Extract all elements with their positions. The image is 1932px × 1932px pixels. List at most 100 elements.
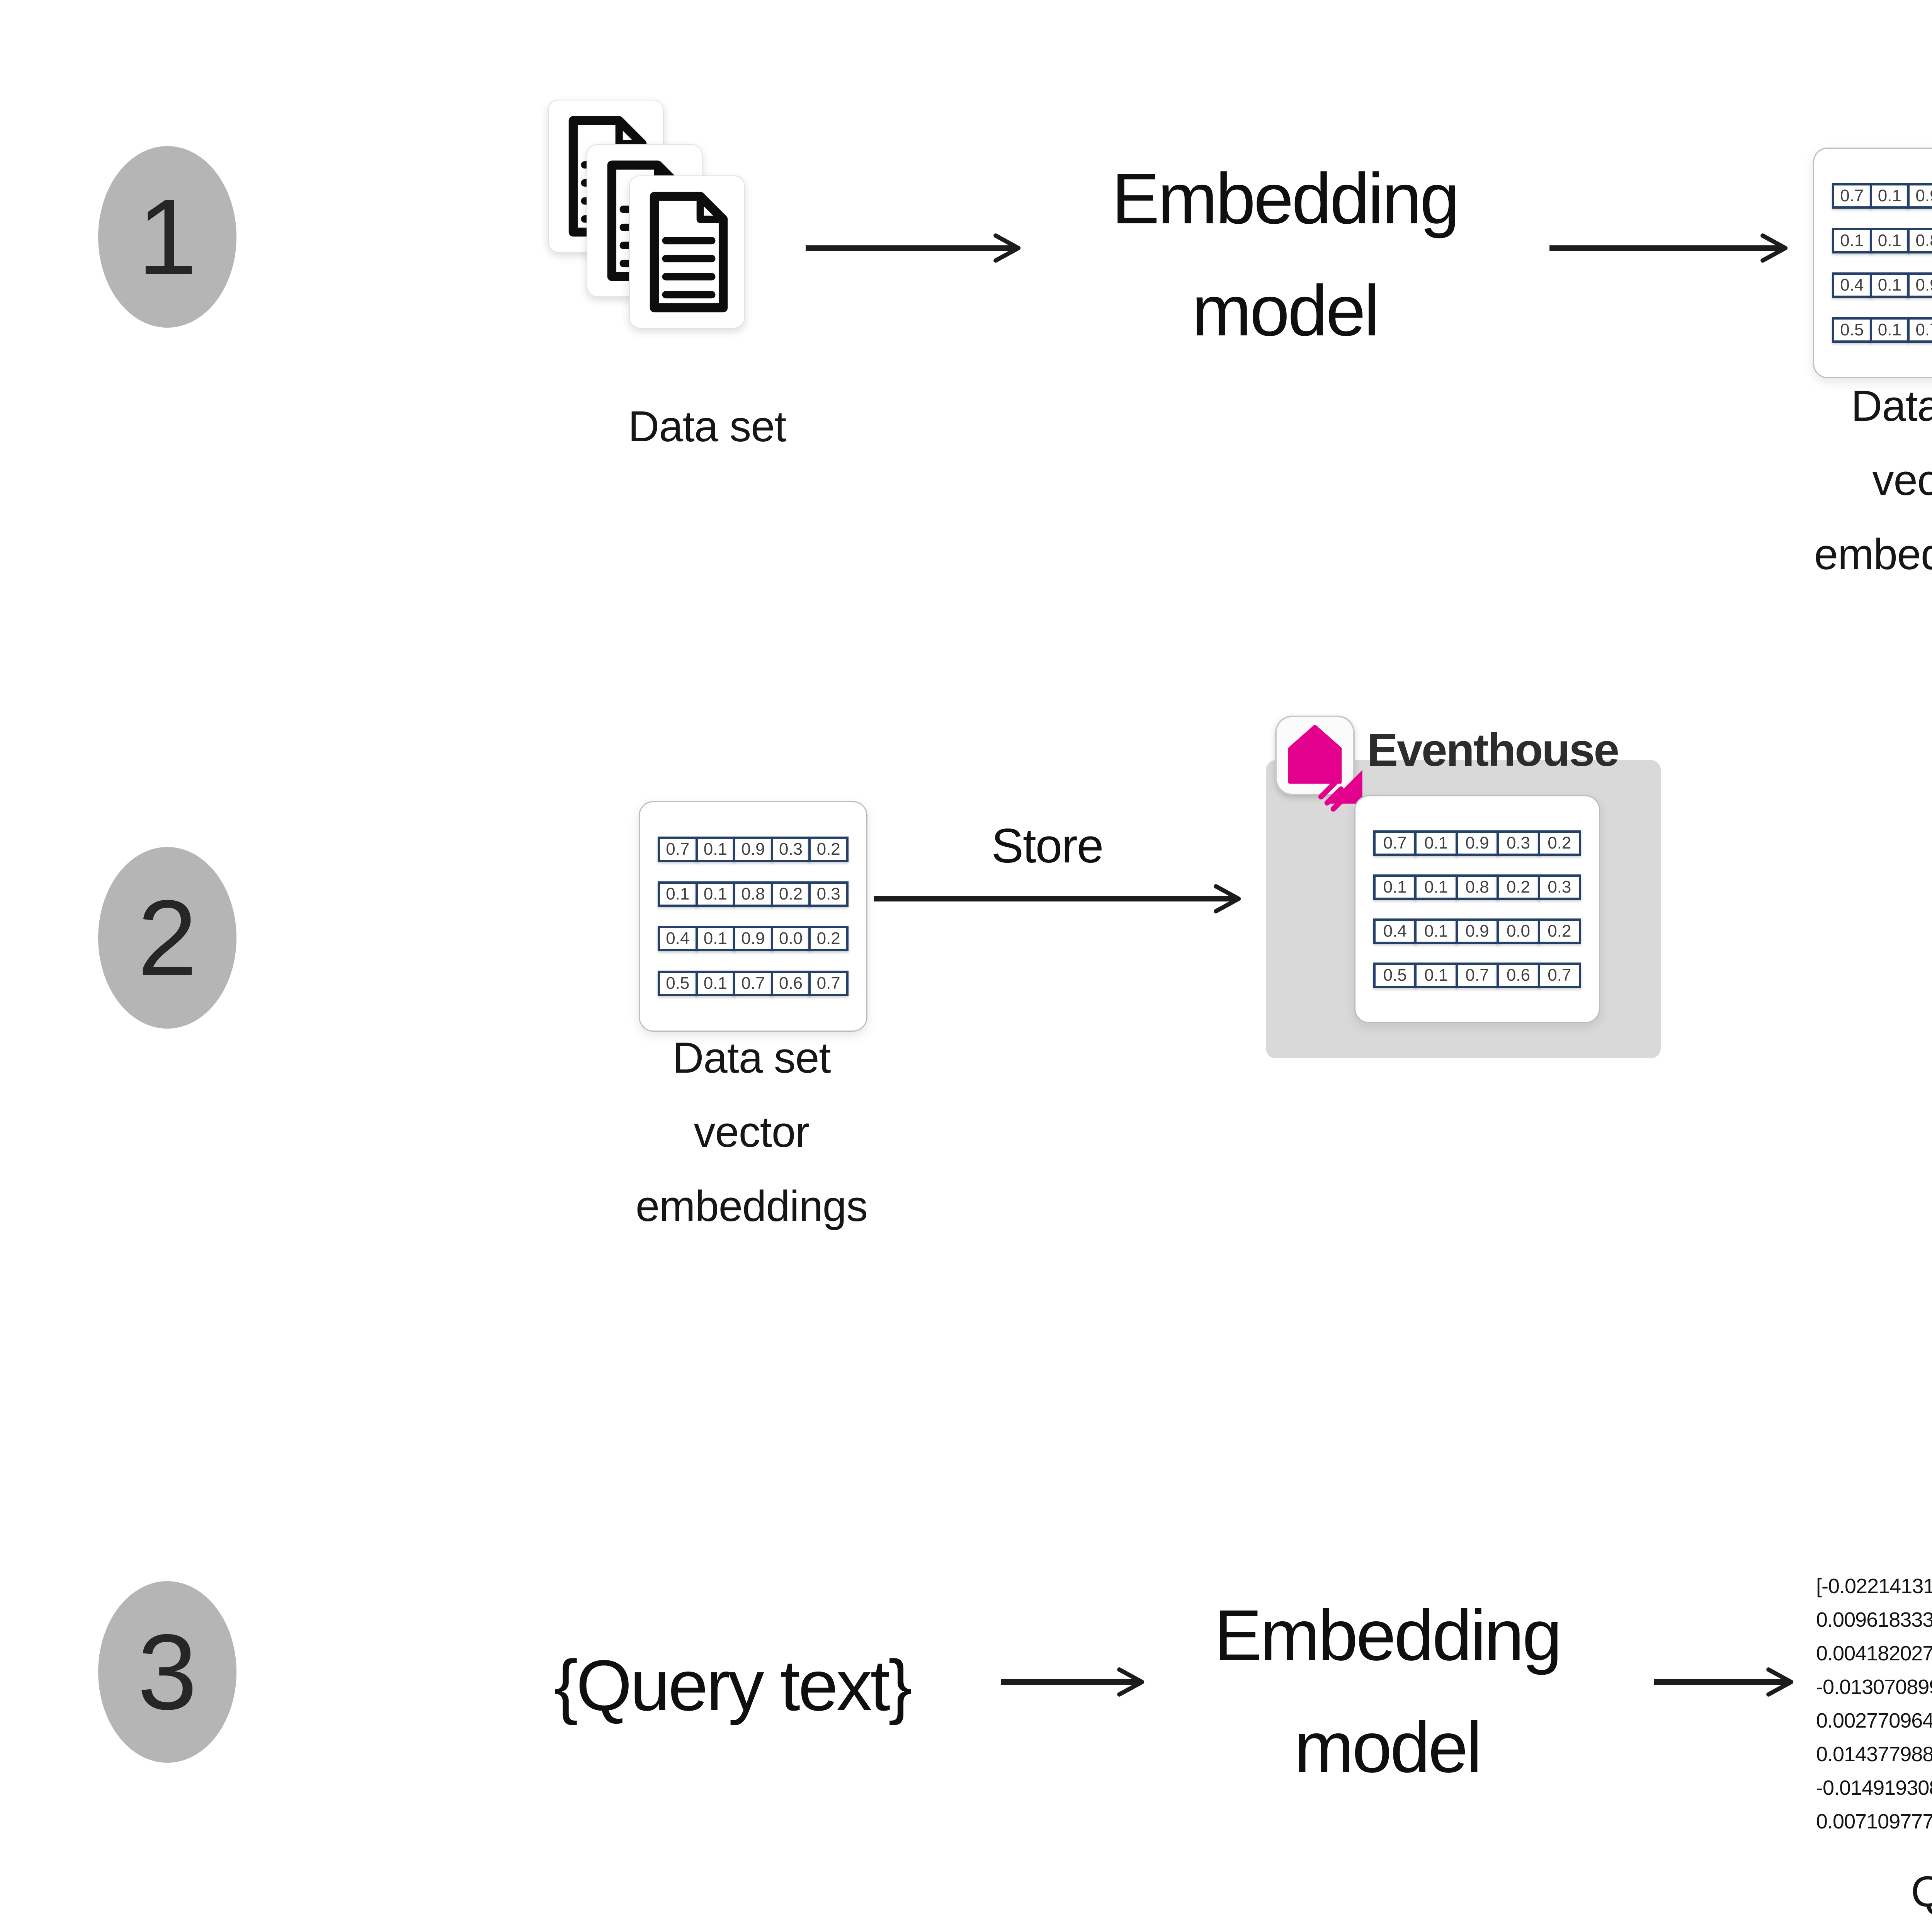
vector-cell: 0.2 <box>1537 830 1582 856</box>
vector-cell: 0.7 <box>808 970 849 996</box>
query-text-label: {Query text} <box>554 1646 912 1726</box>
embedding-model-line1: Embedding <box>1112 159 1460 239</box>
vector-cell: 0.1 <box>1414 874 1458 900</box>
vector-cell: 0.1 <box>695 881 736 907</box>
dsve-line2: vector <box>1872 456 1932 504</box>
vector-cell: 0.2 <box>770 881 811 907</box>
vector-cell: 0.1 <box>1414 963 1458 988</box>
vector-cell: 0.6 <box>770 970 811 996</box>
step-2-badge: 2 <box>98 847 236 1029</box>
vector-cell: 0.0 <box>770 926 811 952</box>
embedding-model-line2: model <box>1294 1708 1482 1787</box>
vector-cell: 0.6 <box>1497 963 1540 988</box>
vector-cell: 0.1 <box>1414 918 1458 944</box>
qve-line2: embedding <box>1816 1929 1932 1932</box>
step-2-number: 2 <box>137 878 197 998</box>
vector-cell: 0.2 <box>808 837 849 862</box>
vector-cell: 0.0 <box>1497 918 1540 944</box>
store-label: Store <box>991 819 1104 873</box>
vector-cell: 0.4 <box>658 926 698 952</box>
vector-cell: 0.9 <box>1907 272 1932 298</box>
vector-cell: 0.1 <box>1832 228 1872 253</box>
dataset-vector-embeddings-label: Data set vector embeddings <box>1716 369 1932 592</box>
vector-cell: 0.7 <box>1373 830 1417 856</box>
vector-cell: 0.1 <box>1869 317 1910 343</box>
eventhouse-icon <box>1275 716 1362 812</box>
house-glyph <box>1288 724 1342 784</box>
vector-cell: 0.8 <box>1907 228 1932 253</box>
dataset-vector-embeddings-label: Data set vector embeddings <box>537 1021 966 1243</box>
vector-cell: 0.9 <box>733 837 773 862</box>
vector-cell: 0.1 <box>695 926 736 952</box>
vector-cell: 0.9 <box>733 926 773 952</box>
vector-cell: 0.3 <box>1497 830 1540 856</box>
spark-arrow-glyph <box>1318 770 1362 812</box>
query-vector-values: [-0.022141311317682266, -0.0193290878087… <box>1816 1575 1932 1833</box>
vector-cell: 0.7 <box>658 837 698 862</box>
dsve-line3: embeddings <box>635 1182 868 1230</box>
vector-cell: 0.3 <box>1537 874 1582 900</box>
vector-cell: 0.7 <box>1537 963 1582 988</box>
vector-cell: 0.7 <box>1832 183 1872 209</box>
qve-line1: Query vector <box>1911 1867 1932 1916</box>
vector-cell: 0.9 <box>1455 830 1499 856</box>
vector-cell: 0.3 <box>808 881 849 907</box>
vector-row: 0.10.10.80.20.3 <box>1832 228 1932 253</box>
vector-cell: 0.9 <box>1455 918 1499 944</box>
dsve-line3: embeddings <box>1814 530 1932 578</box>
embedding-model-label: Embedding model <box>1130 1580 1644 1804</box>
vector-cell: 0.3 <box>770 837 811 862</box>
vector-cell: 0.1 <box>658 881 698 907</box>
vector-cell: 0.1 <box>695 970 736 996</box>
embedding-model-line2: model <box>1192 271 1380 351</box>
vector-cell: 0.1 <box>1869 183 1910 209</box>
vector-cell: 0.1 <box>695 837 736 862</box>
vector-cell: 0.9 <box>1907 183 1932 209</box>
vector-cell: 0.2 <box>808 926 849 952</box>
dataset-vector-matrix: 0.70.10.90.30.20.10.10.80.20.30.40.10.90… <box>1813 148 1932 378</box>
vector-cell: 0.5 <box>1832 317 1872 343</box>
dsve-line1: Data set <box>672 1034 831 1082</box>
vector-row: 0.40.10.90.00.2 <box>1832 272 1932 298</box>
embedding-model-label: Embedding model <box>1028 143 1542 367</box>
step-1-badge: 1 <box>98 146 236 328</box>
dataset-label: Data set <box>628 402 786 451</box>
dsve-line2: vector <box>694 1108 810 1156</box>
dsve-line1: Data set <box>1851 382 1932 430</box>
vector-cell: 0.1 <box>1869 272 1910 298</box>
step-1-number: 1 <box>137 177 197 297</box>
embedding-model-line1: Embedding <box>1214 1595 1562 1675</box>
vector-cell: 0.2 <box>1537 918 1582 944</box>
query-vector-embedding-label: Query vector embedding <box>1816 1855 1932 1932</box>
vector-cell: 0.8 <box>733 881 773 907</box>
vector-cell: 0.5 <box>658 970 698 996</box>
step-3-badge: 3 <box>98 1581 236 1763</box>
vector-cell: 0.7 <box>1907 317 1932 343</box>
vector-cell: 0.1 <box>1869 228 1910 253</box>
vector-row: 0.50.10.70.60.7 <box>1832 317 1932 343</box>
vector-row: 0.70.10.90.30.2 <box>1832 183 1932 209</box>
step-3-number: 3 <box>137 1612 197 1732</box>
vector-cell: 0.2 <box>1497 874 1540 900</box>
vector-cell: 0.4 <box>1373 918 1417 944</box>
vector-cell: 0.8 <box>1455 874 1499 900</box>
vector-cell: 0.7 <box>1455 963 1499 988</box>
vector-cell: 0.5 <box>1373 963 1417 988</box>
eventhouse-title: Eventhouse <box>1367 724 1619 776</box>
vector-cell: 0.1 <box>1373 874 1417 900</box>
document-icon <box>629 175 745 328</box>
vector-cell: 0.4 <box>1832 272 1872 298</box>
dataset-documents-icon <box>548 100 803 339</box>
vector-cell: 0.7 <box>733 970 773 996</box>
